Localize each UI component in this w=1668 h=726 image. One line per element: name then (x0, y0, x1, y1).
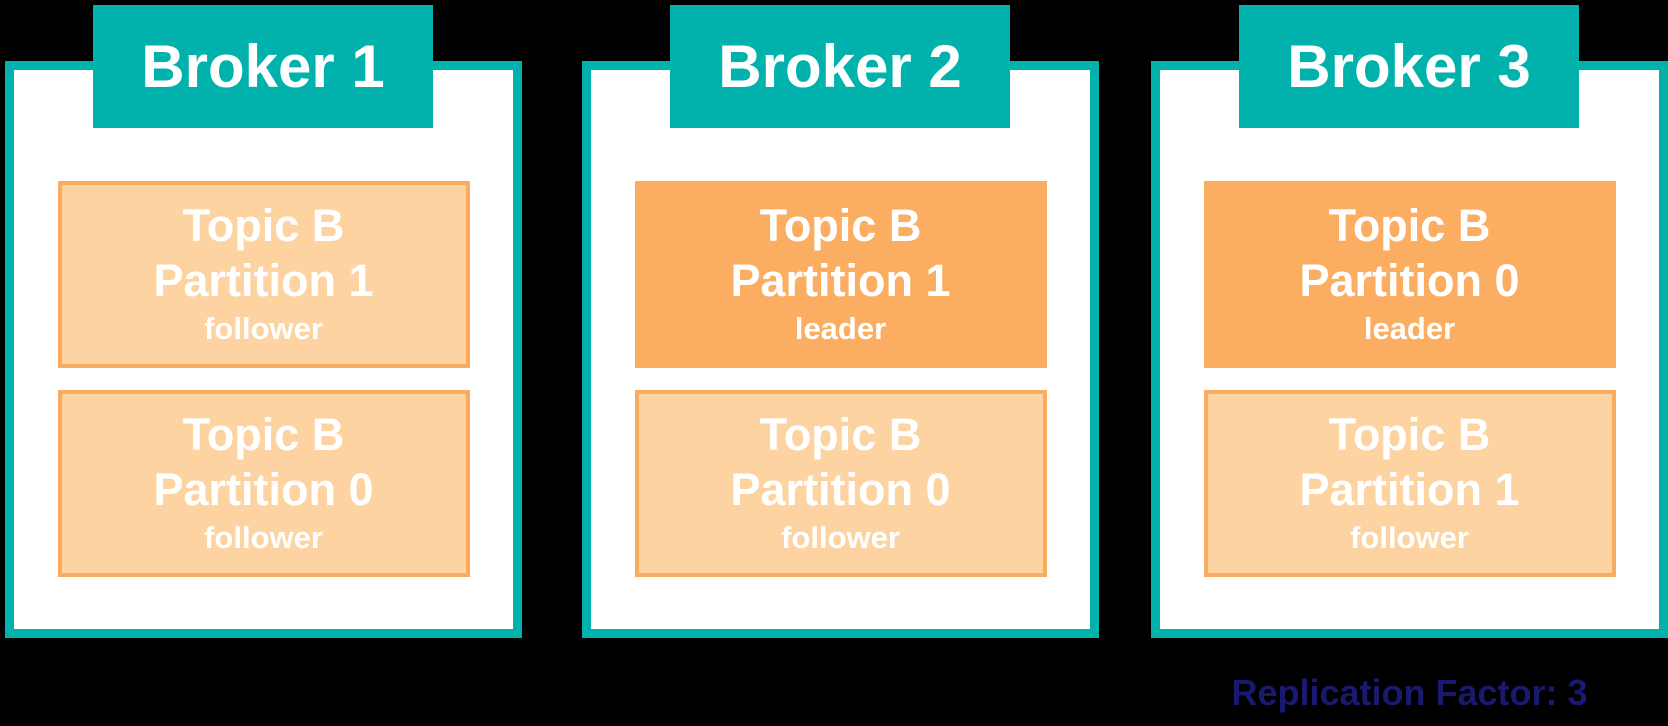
broker-1-partitions: Topic B Partition 1 follower Topic B Par… (14, 181, 513, 577)
role-label: follower (1350, 520, 1469, 555)
broker-3-box: Topic B Partition 0 leader Topic B Parti… (1151, 61, 1668, 638)
broker-1-header: Broker 1 (93, 5, 433, 128)
role-label: leader (794, 311, 887, 346)
role-label: follower (204, 520, 323, 555)
partition-box: Topic B Partition 0 follower (634, 390, 1047, 577)
topic-label: Topic B (182, 200, 345, 251)
partition-box: Topic B Partition 1 leader (634, 181, 1047, 368)
partition-label: Partition 1 (1299, 464, 1520, 515)
topic-label: Topic B (182, 409, 345, 460)
partition-box: Topic B Partition 0 follower (57, 390, 470, 577)
partition-label: Partition 1 (730, 255, 951, 306)
topic-label: Topic B (1328, 409, 1491, 460)
topic-label: Topic B (1328, 200, 1491, 251)
role-label: leader (1363, 311, 1456, 346)
broker-3-header: Broker 3 (1239, 5, 1579, 128)
topic-label: Topic B (759, 200, 922, 251)
broker-1-label: Broker 1 (141, 33, 385, 100)
topic-label: Topic B (759, 409, 922, 460)
partition-box: Topic B Partition 0 leader (1203, 181, 1616, 368)
role-label: follower (781, 520, 900, 555)
broker-2-partitions: Topic B Partition 1 leader Topic B Parti… (591, 181, 1090, 577)
partition-label: Partition 0 (153, 464, 374, 515)
role-label: follower (204, 311, 323, 346)
broker-2-header: Broker 2 (670, 5, 1010, 128)
partition-label: Partition 1 (153, 255, 374, 306)
broker-2-label: Broker 2 (718, 33, 962, 100)
broker-3-partitions: Topic B Partition 0 leader Topic B Parti… (1160, 181, 1659, 577)
broker-1-box: Topic B Partition 1 follower Topic B Par… (5, 61, 522, 638)
partition-box: Topic B Partition 1 follower (57, 181, 470, 368)
broker-2-box: Topic B Partition 1 leader Topic B Parti… (582, 61, 1099, 638)
partition-label: Partition 0 (730, 464, 951, 515)
broker-3-label: Broker 3 (1287, 33, 1531, 100)
partition-label: Partition 0 (1299, 255, 1520, 306)
replication-factor-caption: Replication Factor: 3 (1231, 672, 1588, 713)
partition-box: Topic B Partition 1 follower (1203, 390, 1616, 577)
